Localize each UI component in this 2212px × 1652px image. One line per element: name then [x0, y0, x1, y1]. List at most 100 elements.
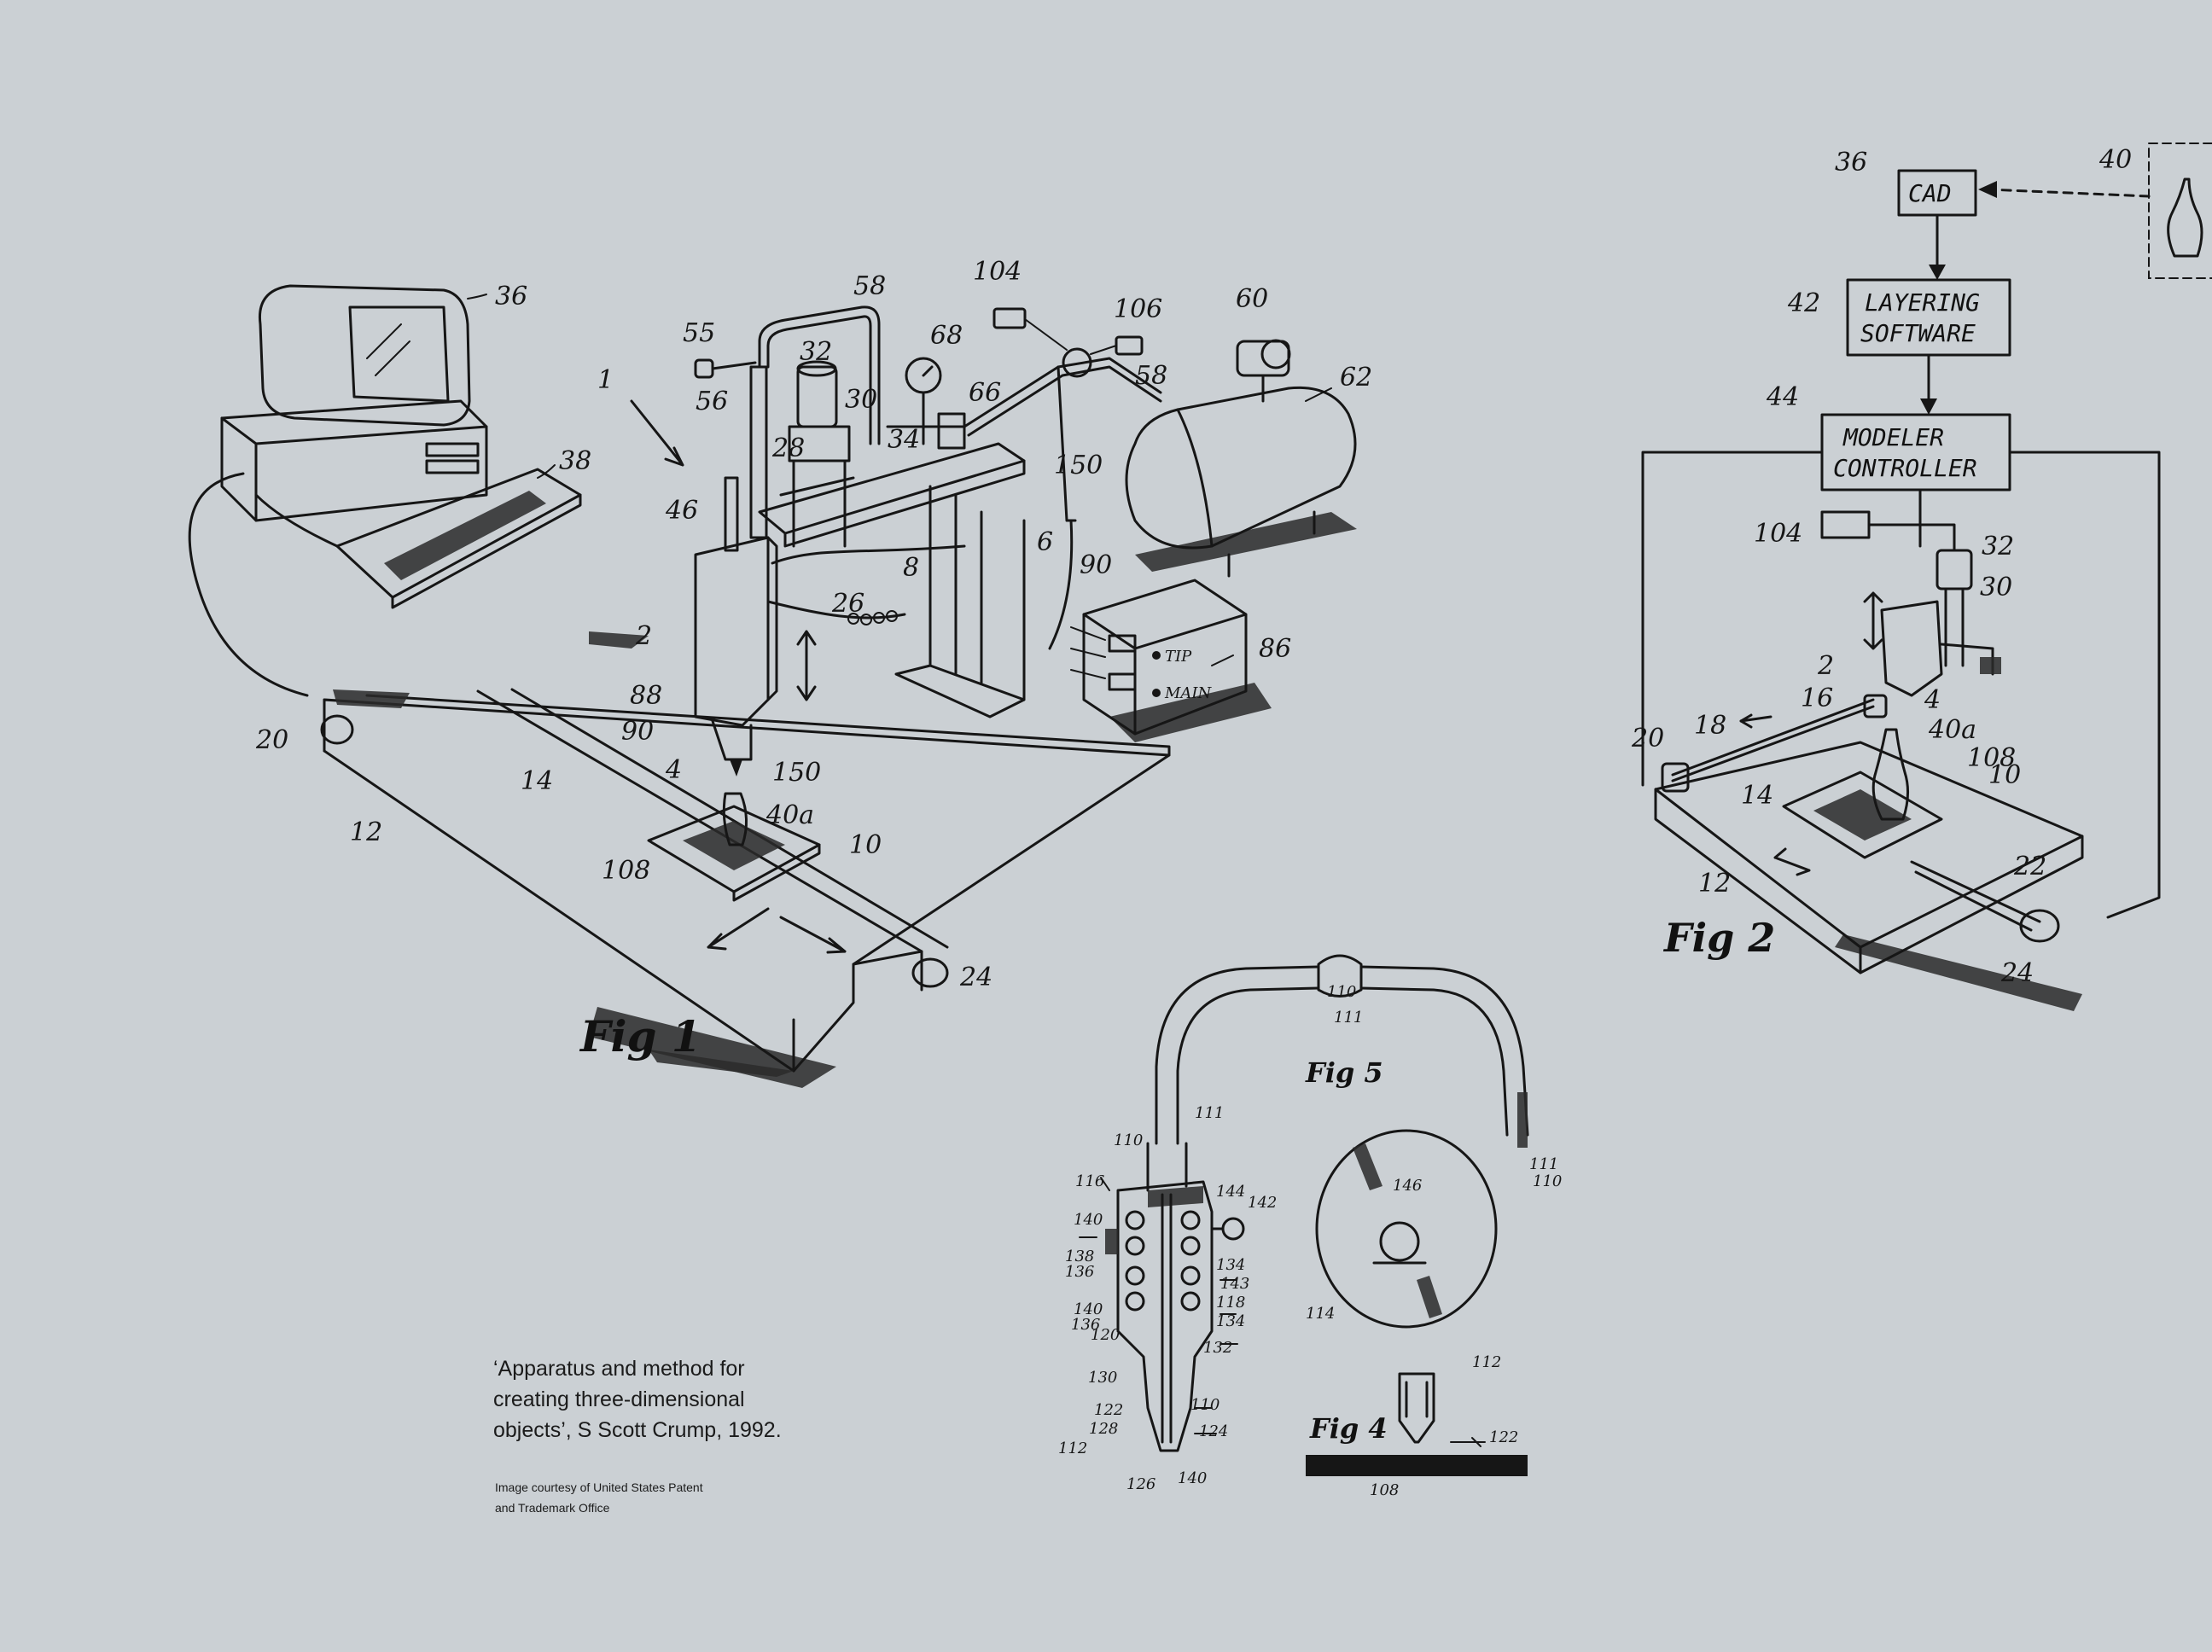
ref2-36: 36 [1835, 148, 1867, 177]
ref5-144: 144 [1216, 1183, 1245, 1201]
ref5-111b: 111 [1195, 1104, 1224, 1122]
ref5-142: 142 [1248, 1194, 1277, 1212]
fig2-gantry-rod [1671, 698, 1875, 777]
ref5-118: 118 [1216, 1294, 1245, 1312]
ref2-42: 42 [1787, 288, 1820, 318]
ref-55: 55 [683, 318, 715, 348]
ref-10: 10 [849, 830, 882, 860]
ref5-112: 112 [1058, 1440, 1087, 1457]
caption-line-3: objects’, S Scott Crump, 1992. [493, 1418, 782, 1442]
fig2-motor-32 [1936, 549, 1973, 590]
ref2-16: 16 [1801, 683, 1833, 713]
svg-text:MAIN: MAIN [1164, 684, 1213, 702]
ref5-120: 120 [1091, 1326, 1120, 1344]
ref5-140b: 140 [1074, 1300, 1103, 1318]
fig4-nozzle [1398, 1372, 1435, 1444]
fig2-right-line [2008, 451, 2161, 919]
fig5-feed-tube-outer [1155, 965, 1320, 1145]
fig4-substrate [1306, 1455, 1528, 1476]
ref2-22: 22 [2013, 852, 2046, 881]
controller-label-1: MODELER [1842, 423, 1944, 451]
fig2-system: CAD LAYERING SOFTWARE MODELER CONTROLLER [1631, 143, 2212, 1011]
ref5-130: 130 [1088, 1369, 1117, 1387]
fig5-nozzle-body [1116, 1180, 1214, 1452]
ref2-44: 44 [1766, 382, 1799, 412]
fig2-build-platform [1782, 771, 1943, 859]
svg-text:TIP: TIP [1165, 648, 1192, 666]
ref-38: 38 [559, 446, 591, 476]
fig5-coupling [1317, 954, 1363, 998]
ref5-136b: 136 [1071, 1316, 1100, 1334]
ref5-143: 143 [1220, 1275, 1249, 1293]
fig2-base [1654, 741, 2084, 974]
ref5-128: 128 [1089, 1420, 1118, 1438]
ref-8: 8 [903, 553, 919, 583]
credit-line-1: Image courtesy of United States Patent [495, 1480, 703, 1494]
ref-90: 90 [1080, 550, 1112, 580]
ref-90b: 90 [621, 717, 654, 747]
ref2-32: 32 [1982, 532, 2014, 561]
fig1-pipe-58 [758, 305, 881, 445]
layering-label-1: LAYERING [1865, 288, 1980, 317]
ref2-4: 4 [1924, 685, 1941, 715]
ref2-18: 18 [1694, 711, 1726, 741]
ref4-112: 112 [1472, 1353, 1501, 1371]
fig1-wheel-24 [911, 957, 949, 988]
fig1-control-box: TIP MAIN [1070, 579, 1272, 742]
ref-60: 60 [1236, 284, 1268, 314]
ref2-10: 10 [1988, 760, 2021, 790]
fig1-base-shadow [589, 1007, 836, 1088]
ref-4: 4 [665, 755, 682, 785]
ref2-104: 104 [1754, 519, 1802, 549]
ref-26: 26 [831, 589, 864, 619]
fig1-compressor-tank [1125, 339, 1357, 578]
fig1-pointer-1 [630, 399, 684, 467]
ref5-140: 140 [1074, 1211, 1103, 1229]
ref-20: 20 [255, 725, 288, 755]
ref5-146: 146 [1393, 1177, 1422, 1195]
ref2-40a: 40a [1928, 715, 1976, 745]
fig5-nozzle: 110 111 111 110 116 144 142 140 138 136 … [1058, 954, 1562, 1493]
ref-24: 24 [959, 963, 992, 992]
fig2-object-frame [2148, 143, 2212, 279]
ref-30: 30 [845, 385, 877, 415]
fig4-label: Fig 4 [1309, 1412, 1388, 1445]
ref5-114: 114 [1306, 1305, 1335, 1323]
ref-150b: 150 [772, 758, 821, 788]
ref-88: 88 [630, 681, 662, 711]
ref-40a: 40a [765, 800, 814, 830]
ref2-2: 2 [1817, 651, 1834, 681]
caption-line-2: creating three-dimensional [493, 1387, 745, 1411]
ref5-126: 126 [1126, 1475, 1155, 1493]
ref5-110d: 110 [1533, 1172, 1562, 1190]
ref-86: 86 [1259, 634, 1291, 664]
caption-block: ‘Apparatus and method for creating three… [493, 1357, 782, 1515]
credit-line-2: and Trademark Office [495, 1501, 610, 1515]
fig1-z-arrow [796, 630, 817, 701]
fig5-disc-outline [1315, 1129, 1498, 1329]
ref-104: 104 [973, 257, 1022, 287]
ref2-14: 14 [1741, 781, 1773, 811]
fig1-part-40a [722, 792, 748, 846]
ref5-138: 138 [1065, 1248, 1094, 1265]
ref-66: 66 [969, 378, 1001, 408]
fig1-junction [1062, 347, 1092, 378]
ref5-136: 136 [1065, 1263, 1094, 1281]
ref2-20: 20 [1631, 724, 1664, 753]
fig1-y-arrow [707, 907, 770, 951]
ref-56: 56 [696, 387, 728, 416]
ref-62: 62 [1340, 363, 1372, 393]
ref-14: 14 [521, 766, 553, 796]
fig1-apparatus: TIP MAIN [188, 257, 1372, 1088]
ref5-140c: 140 [1178, 1469, 1207, 1487]
ref-58: 58 [853, 271, 886, 301]
fig1-computer [188, 284, 582, 697]
ref-32: 32 [800, 337, 832, 367]
ref2-24: 24 [2000, 958, 2034, 988]
fig2-left-line [1641, 451, 1824, 787]
ref5-116: 116 [1075, 1172, 1104, 1190]
ref5-134b: 134 [1216, 1312, 1245, 1330]
fig1-dispensing-head [694, 536, 770, 727]
ref2-12: 12 [1698, 869, 1731, 899]
